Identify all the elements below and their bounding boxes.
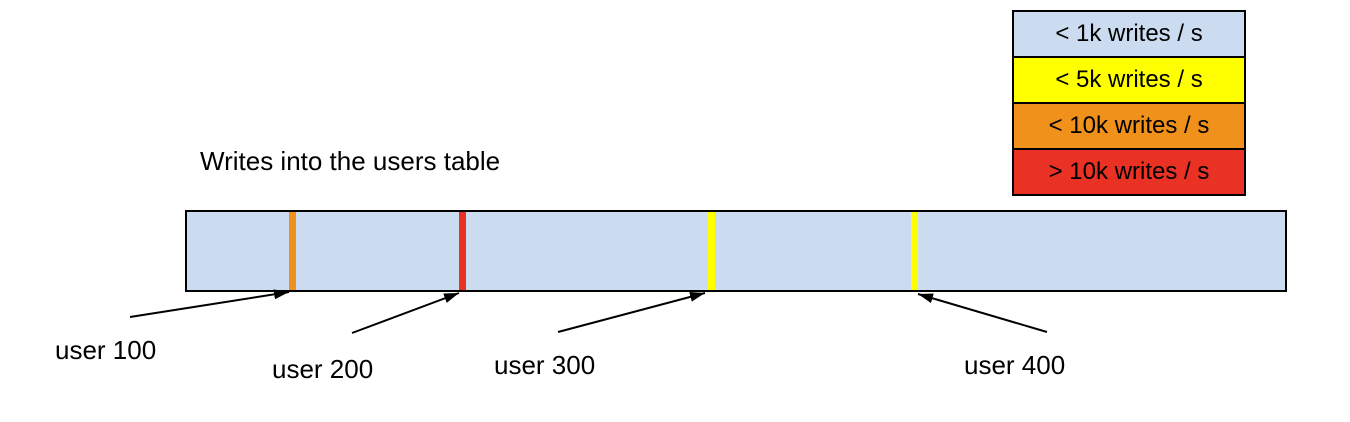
diagram-title: Writes into the users table — [200, 146, 501, 176]
hotspot-tick-user-400 — [910, 212, 918, 290]
arrow-user-300 — [557, 292, 706, 333]
legend-item-label: < 5k writes / s — [1055, 66, 1203, 93]
marker-label-1: user 100 — [55, 335, 157, 365]
legend-item-1: < 1k writes / s — [1012, 10, 1246, 58]
legend-item-label: < 10k writes / s — [1048, 112, 1210, 139]
legend-item-2: < 5k writes / s — [1012, 56, 1246, 104]
hotspot-tick-user-200 — [458, 212, 466, 290]
arrow-user-100 — [129, 289, 290, 318]
marker-label-3: user 300 — [494, 350, 596, 380]
marker-label-4: user 400 — [964, 350, 1066, 380]
legend-item-label: < 1k writes / s — [1055, 20, 1203, 47]
hotspot-tick-user-300 — [707, 212, 715, 290]
users-table-bar — [185, 210, 1287, 292]
marker-label-2: user 200 — [272, 354, 374, 384]
legend: < 1k writes / s < 5k writes / s < 10k writ… — [1012, 10, 1246, 196]
legend-item-3: < 10k writes / s — [1012, 102, 1246, 150]
arrow-user-400 — [917, 293, 1048, 333]
legend-item-label: > 10k writes / s — [1048, 158, 1210, 185]
arrow-user-200 — [351, 292, 460, 334]
hotspot-tick-user-100 — [288, 212, 296, 290]
legend-item-4: > 10k writes / s — [1012, 148, 1246, 196]
